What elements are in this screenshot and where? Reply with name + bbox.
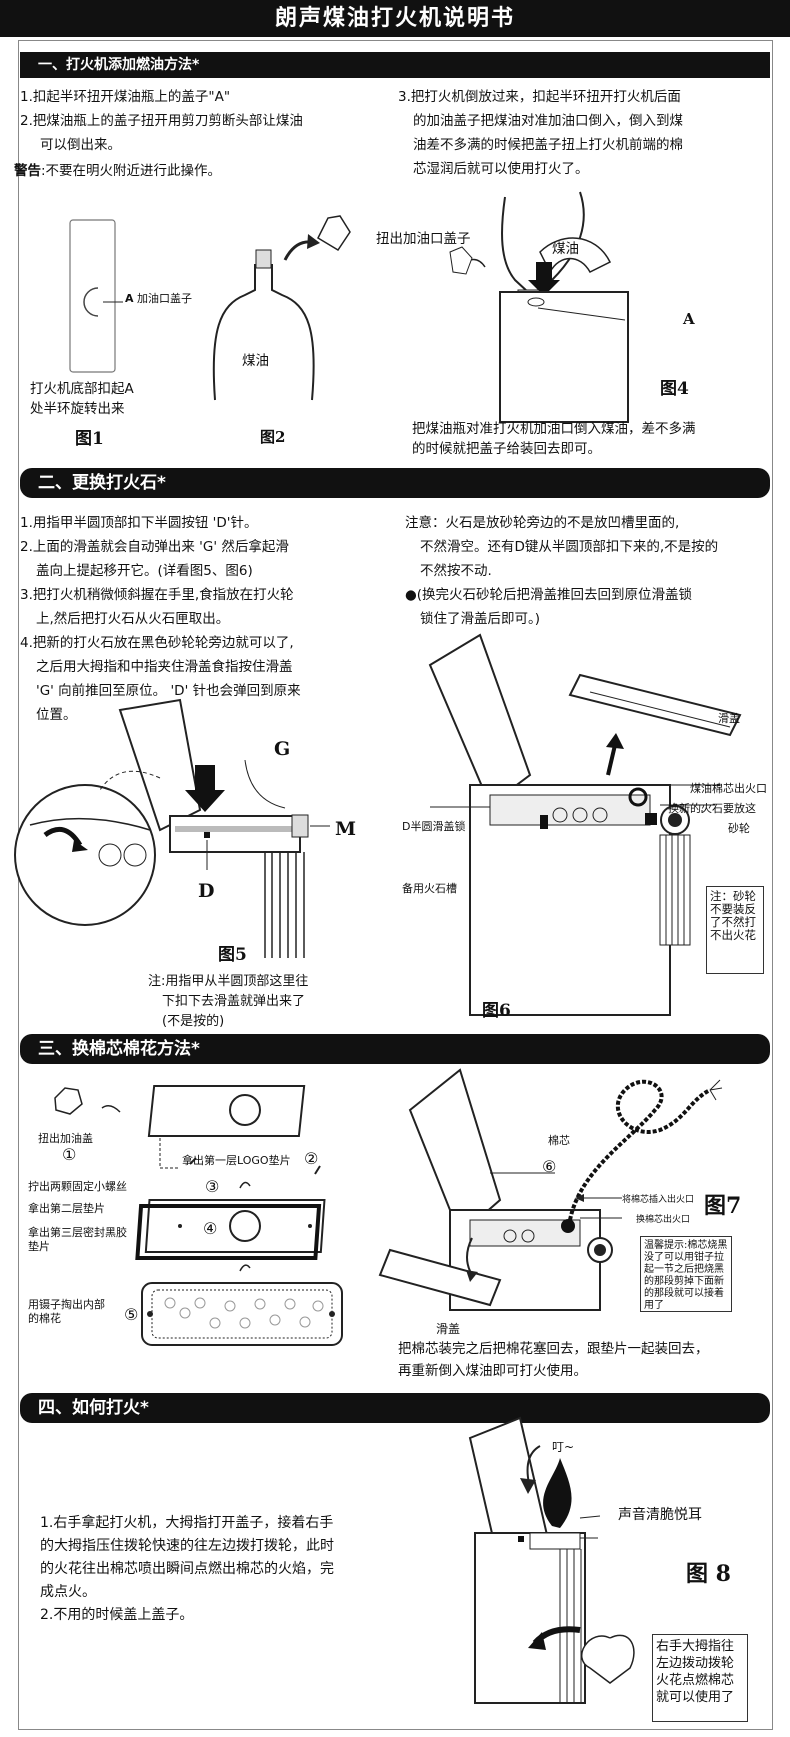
- fig4-note-1: 把煤油瓶对准打火机加油口倒入煤油，差不多满: [412, 421, 696, 437]
- s4-para-3: 的火花往出棉芯喷出瞬间点燃出棉芯的火焰，完: [40, 1561, 334, 1577]
- fig7-tip-box: 温馨提示:棉芯烧黑没了可以用钳子拉起一节之后把烧黑的那段剪掉下面新的那段就可以接…: [640, 1236, 732, 1312]
- fig6-illustration: [428, 633, 742, 1016]
- fig5-m-label: M: [335, 818, 357, 840]
- fig6-wheel-label: 砂轮: [728, 822, 750, 835]
- fig8-note-box: 右手大拇指往左边拨动拨轮火花点燃棉芯就可以使用了: [652, 1634, 748, 1722]
- s3-seal-label-1: 拿出第三层密封黑胶: [28, 1226, 127, 1239]
- s3-step-1-num: ①: [62, 1145, 77, 1164]
- s3-bottom-note-2: 再重新倒入煤油即可打火使用。: [398, 1363, 587, 1379]
- fig6-slide-label: 滑盖: [718, 712, 740, 725]
- s2-line-4b: 之后用大拇指和中指夹住滑盖食指按住滑盖: [36, 659, 293, 675]
- fig7-caption: 图7: [704, 1193, 742, 1219]
- fig7-wick-label: 棉芯: [548, 1134, 570, 1147]
- s3-logo-label: 拿出第一层LOGO垫片: [182, 1154, 291, 1167]
- s4-para-5: 2.不用的时候盖上盖子。: [40, 1607, 194, 1623]
- section-header-4: 四、如何打火*: [20, 1393, 770, 1423]
- fig4-oil-label: 煤油: [552, 241, 579, 257]
- fig1-label-a: A 加油口盖子: [125, 290, 192, 306]
- s2-note-4: ●(换完火石砂轮后把滑盖推回去回到原位滑盖锁: [405, 587, 693, 603]
- page-frame: [18, 40, 773, 1730]
- fig5-note-1: 注:用指甲从半圆顶部这里往: [148, 974, 309, 989]
- s3-step-5-num: ⑤: [124, 1305, 139, 1324]
- s3-pad2-label: 拿出第二层垫片: [28, 1202, 105, 1215]
- fig6-spare-label: 备用火石槽: [402, 882, 457, 895]
- s4-para-1: 1.右手拿起打火机，大拇指打开盖子，接着右手: [40, 1515, 334, 1531]
- fig7-wickout-label: 换棉芯出火口: [636, 1215, 691, 1225]
- fig4-a-label: A: [683, 310, 695, 328]
- warning-text: :不要在明火附近进行此操作。: [41, 163, 222, 179]
- s1-step-3c: 油差不多满的时候把盖子扭上打火机前端的棉: [413, 137, 683, 153]
- fig7-step-6-num: ⑥: [542, 1157, 557, 1176]
- fig8-sound-label: 声音清脆悦耳: [618, 1507, 702, 1523]
- s3-step-4-num: ④: [203, 1219, 218, 1238]
- fig5-g-label: G: [274, 738, 291, 760]
- s3-step-2-num: ②: [304, 1149, 319, 1168]
- fig7-slide-label: 滑盖: [436, 1322, 461, 1336]
- fig5-note-2: 下扣下去滑盖就弹出来了: [162, 994, 306, 1009]
- s2-line-3a: 3.把打火机稍微倾斜握在手里,食指放在打火轮: [20, 587, 294, 603]
- section-header-2: 二、更换打火石*: [20, 468, 770, 498]
- s3-seal-label-2: 垫片: [28, 1240, 50, 1253]
- fig1-lighter-bottom: [69, 219, 123, 373]
- fig1-note-1: 打火机底部扣起A: [30, 381, 134, 397]
- fig1-cap: 加油口盖子: [137, 292, 193, 305]
- fig1-caption: 图1: [75, 429, 104, 449]
- fig7-illustration: [378, 1068, 723, 1311]
- section-header-1: 一、打火机添加燃油方法*: [20, 52, 770, 78]
- s1-step-3a: 3.把打火机倒放过来，扣起半环扭开打火机后面: [398, 89, 681, 105]
- fig4-unscrew-label: 扭出加油口盖子: [376, 231, 471, 247]
- fig2-oil-label: 煤油: [242, 353, 269, 369]
- page-title: 朗声煤油打火机说明书: [0, 0, 790, 37]
- section-header-3: 三、换棉芯棉花方法*: [20, 1034, 770, 1064]
- s1-step-3b: 的加油盖子把煤油对准加油口倒入，倒入到煤: [413, 113, 683, 129]
- s2-line-1: 1.用指甲半圆顶部扣下半圆按钮 'D'针。: [20, 515, 258, 531]
- s2-line-3b: 上,然后把打火石从火石匣取出。: [36, 611, 230, 627]
- s1-step-2b: 可以倒出来。: [40, 137, 121, 153]
- fig8-illustration: [468, 1416, 635, 1704]
- s1-step-1: 1.扣起半环扭开煤油瓶上的盖子"A": [20, 89, 231, 105]
- s2-note-3: 不然按不动.: [420, 563, 492, 579]
- fig5-d-label: D: [198, 880, 215, 902]
- fig8-ding-label: 叮~: [552, 1440, 575, 1454]
- fig6-warning-box: 注：砂轮不要装反了不然打不出火花: [706, 886, 764, 974]
- s3-unscrew-label: 扭出加油盖: [38, 1132, 93, 1145]
- fig2-oil-bottle: [212, 215, 351, 401]
- s2-line-4d: 位置。: [36, 707, 77, 723]
- s1-step-2a: 2.把煤油瓶上的盖子扭开用剪刀剪断头部让煤油: [20, 113, 303, 129]
- fig6-wickout-label: 煤油棉芯出火口: [690, 782, 767, 795]
- s3-cotton-label-2: 的棉花: [28, 1312, 61, 1325]
- s3-cotton-label-1: 用镊子掏出内部: [28, 1298, 105, 1311]
- s3-bottom-note-1: 把棉芯装完之后把棉花塞回去，跟垫片一起装回去，: [398, 1341, 709, 1357]
- fig4-pour-illustration: [449, 191, 629, 423]
- fig4-note-2: 的时候就把盖子给装回去即可。: [412, 441, 601, 457]
- s2-line-4c: 'G' 向前推回至原位。 'D' 针也会弹回到原来: [36, 683, 301, 699]
- warning-label: 警告: [14, 163, 41, 179]
- s1-step-3d: 芯湿润后就可以使用打火了。: [413, 161, 589, 177]
- fig6-caption: 图6: [482, 1001, 511, 1021]
- s1-warning: 警告:不要在明火附近进行此操作。: [14, 160, 394, 182]
- fig1-a: A: [125, 292, 134, 305]
- s3-step-3-num: ③: [205, 1177, 220, 1196]
- s2-note-5: 锁住了滑盖后即可。): [420, 611, 541, 627]
- s2-line-2b: 盖向上提起移开它。(详看图5、图6): [36, 563, 253, 579]
- fig6-dlock-label: D半圆滑盖锁: [402, 820, 466, 833]
- fig4-caption: 图4: [660, 379, 689, 399]
- s2-line-4a: 4.把新的打火石放在黑色砂轮轮旁边就可以了,: [20, 635, 294, 651]
- fig8-caption: 图 8: [686, 1561, 731, 1587]
- fig5-caption: 图5: [218, 945, 247, 965]
- s3-screws-label: 拧出两颗固定小螺丝: [28, 1180, 127, 1193]
- fig2-caption: 图2: [260, 428, 286, 446]
- s2-note-1: 注意：火石是放砂轮旁边的不是放凹槽里面的,: [405, 515, 680, 531]
- s4-para-4: 成点火。: [40, 1584, 96, 1600]
- fig1-note-2: 处半环旋转出来: [30, 401, 125, 417]
- s2-note-2: 不然滑空。还有D键从半圆顶部扣下来的,不是按的: [420, 539, 719, 555]
- fig-wick-disassembly: [54, 1085, 343, 1346]
- fig6-flint-label: 换新的火石要放这: [668, 802, 756, 815]
- s2-line-2a: 2.上面的滑盖就会自动弹出来 'G' 然后拿起滑: [20, 539, 289, 555]
- s4-para-2: 的大拇指压住拨轮快速的往左边拨打拨轮，此时: [40, 1538, 334, 1554]
- fig5-illustration: [14, 698, 330, 958]
- fig7-insert-label: 将棉芯插入出火口: [622, 1195, 695, 1205]
- fig5-note-3: (不是按的): [162, 1014, 225, 1029]
